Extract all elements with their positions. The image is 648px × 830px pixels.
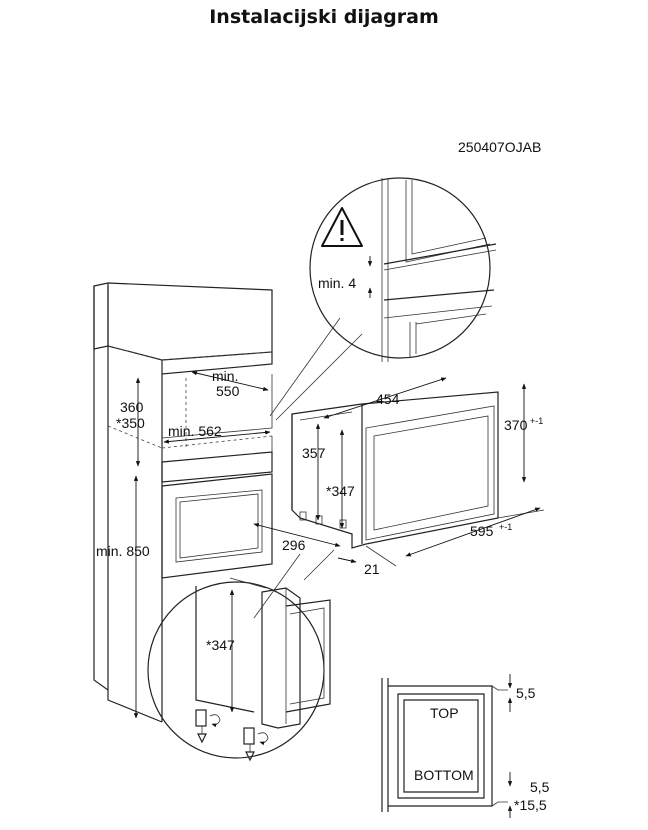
dim-niche-depth: min. 550 <box>191 368 269 399</box>
dim-detail-347: *347 <box>206 637 235 653</box>
dim-370-tol: +-1 <box>530 416 543 426</box>
dim-height-347: *347 <box>326 429 355 529</box>
side-profile: TOP BOTTOM <box>381 678 508 812</box>
dim-595: 595 <box>470 523 494 539</box>
dim-296: 296 <box>282 537 306 553</box>
page-title: Instalacijski dijagram <box>209 6 439 28</box>
dim-min-4: min. 4 <box>318 275 356 291</box>
dim-370: 370 <box>504 417 528 433</box>
dim-562: min. 562 <box>168 423 222 439</box>
dim-depth: 296 21 <box>253 523 380 577</box>
dim-454: 454 <box>376 391 400 407</box>
dim-21: 21 <box>364 561 380 577</box>
label-top: TOP <box>430 705 459 721</box>
dim-width-595: 595 +-1 <box>365 507 545 567</box>
dim-350: *350 <box>116 415 145 431</box>
dim-side-offsets: 5,5 5,5 *15,5 <box>507 674 550 818</box>
built-in-appliance <box>291 391 499 549</box>
dim-360: 360 <box>120 399 144 415</box>
dim-niche-height: 360 *350 <box>116 377 145 467</box>
dim-595-tol: +-1 <box>499 522 512 532</box>
kitchen-cabinet <box>93 282 273 723</box>
dim-347: *347 <box>326 483 355 499</box>
dim-height-370: 370 +-1 <box>504 383 543 483</box>
dim-357: 357 <box>302 445 326 461</box>
dim-5-5-bottom: 5,5 <box>530 779 550 795</box>
warning-triangle-icon <box>321 207 363 247</box>
diagram-code: 250407OJAB <box>458 139 541 155</box>
label-bottom: BOTTOM <box>414 767 474 783</box>
dim-15-5: *15,5 <box>514 797 547 813</box>
dim-height-357: 357 <box>302 423 326 521</box>
dim-550-min: min. <box>212 368 238 384</box>
detail-circle-bottom: *347 <box>147 549 335 762</box>
detail-circle-top: min. 4 <box>269 177 497 421</box>
dim-550-value: 550 <box>216 383 240 399</box>
dim-5-5-top: 5,5 <box>516 685 536 701</box>
dim-width-454: 454 <box>323 377 447 419</box>
dim-niche-width: min. 562 <box>163 423 271 444</box>
dim-850: min. 850 <box>96 543 150 559</box>
dim-min-height: min. 850 <box>96 475 150 719</box>
